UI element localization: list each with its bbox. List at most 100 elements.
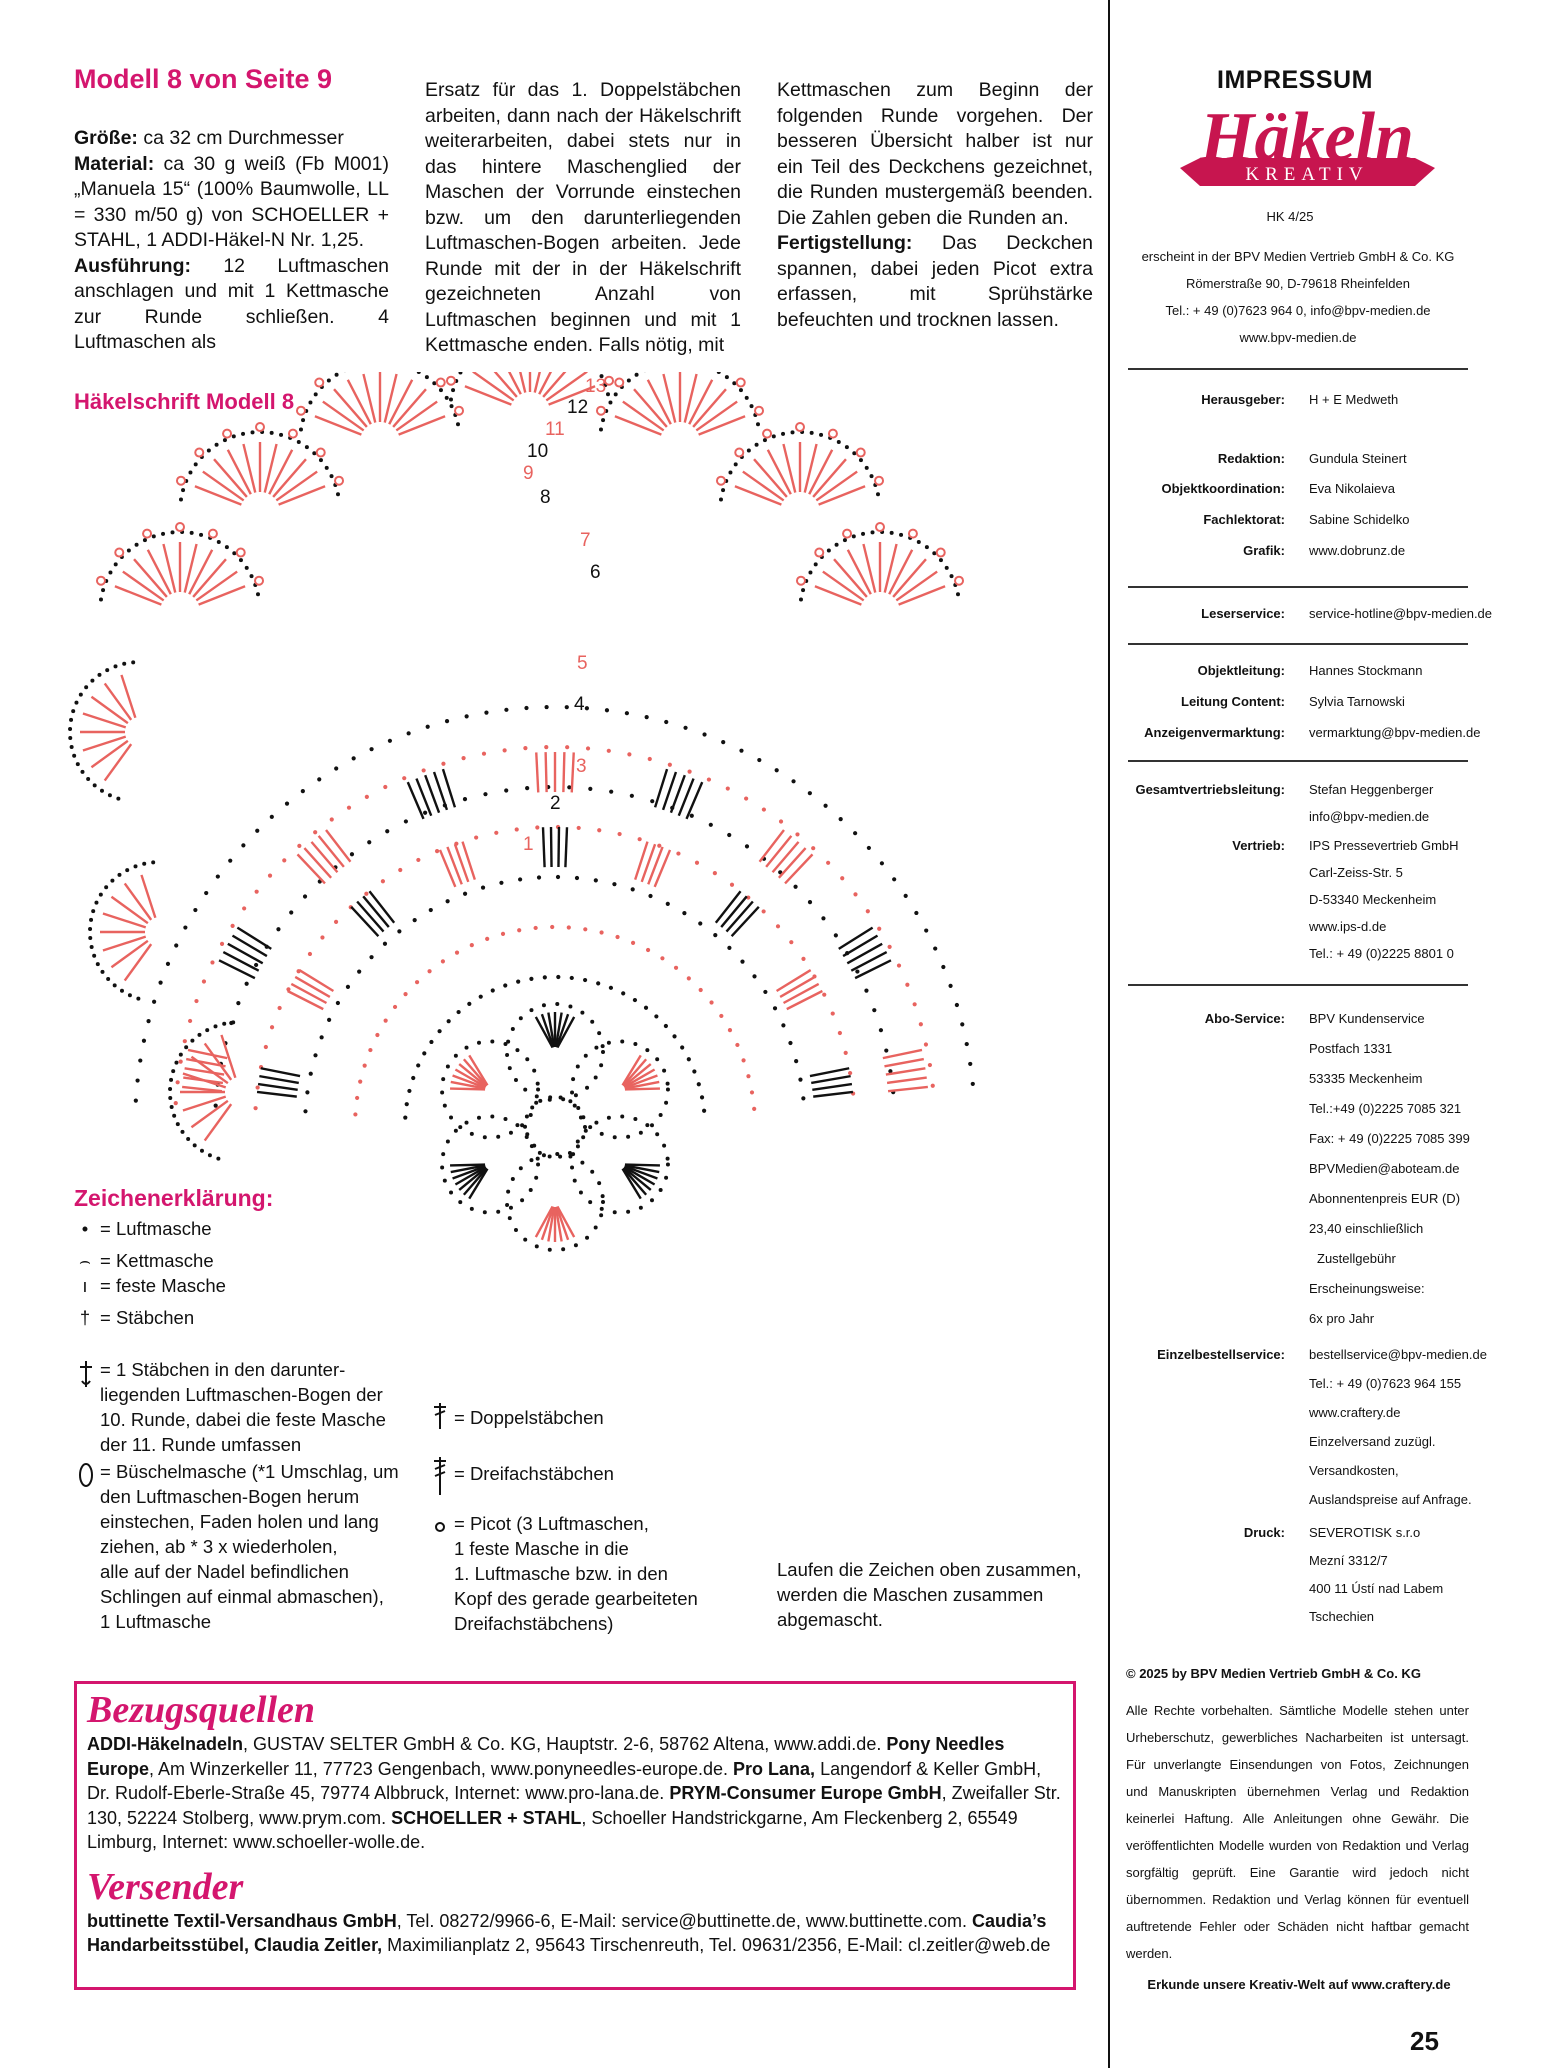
chain-stitch-mark — [105, 668, 110, 673]
shipper-detail: , Tel. 08272/9966-6, E-Mail: service@but… — [396, 1910, 972, 1931]
picot-mark — [855, 447, 866, 458]
picot-mark — [175, 522, 185, 532]
chain-stitch-mark — [507, 1066, 512, 1071]
chain-stitch-mark — [437, 1029, 442, 1034]
instructions-col2-text: Ersatz für das 1. Doppelstäbchen arbeite… — [425, 79, 741, 356]
chain-stitch-mark — [131, 660, 136, 665]
chain-stitch-mark — [335, 492, 340, 497]
chain-stitch-mark — [923, 1042, 929, 1047]
chain-stitch-mark — [68, 736, 73, 741]
picot-mark — [255, 422, 265, 432]
chain-stitch-mark — [791, 779, 796, 784]
chain-stitch-mark — [351, 756, 356, 761]
chain-stitch-mark — [938, 558, 943, 563]
publisher-line-3: Tel.: + 49 (0)7623 964 0, info@bpv-medie… — [1165, 303, 1431, 318]
legend-title: Zeichenerklärung: — [74, 1185, 274, 1211]
chain-stitch-mark — [638, 1130, 643, 1135]
shippers-title: Versender — [87, 1865, 244, 1908]
impressum-key: Einzelbestellservice: — [1157, 1347, 1285, 1362]
chain-stitch-mark — [573, 1093, 578, 1098]
chain-stitch-mark — [609, 789, 614, 794]
picot-mark — [254, 575, 265, 586]
stitch-mark — [557, 827, 561, 868]
impressum-title: IMPRESSUM — [1217, 66, 1373, 94]
chain-stitch-mark — [242, 906, 247, 911]
legend-symbol: † — [79, 1307, 91, 1328]
chain-stitch-mark — [289, 910, 294, 915]
chain-stitch-mark — [441, 1152, 446, 1157]
stitch-mark — [226, 449, 252, 495]
chain-stitch-mark — [438, 388, 443, 393]
impressum-value: Einzelversand zuzügl. — [1309, 1434, 1436, 1449]
chain-stitch-mark — [184, 1045, 189, 1050]
legend-text: = Luftmasche — [100, 1218, 212, 1239]
chain-stitch-mark — [333, 919, 339, 924]
chain-stitch-mark — [708, 822, 713, 827]
chain-stitch-mark — [300, 789, 305, 794]
chain-stitch-mark — [303, 1109, 308, 1114]
chain-stitch-mark — [406, 731, 411, 736]
stitch-mark — [202, 470, 245, 502]
chain-stitch-mark — [92, 953, 97, 958]
instructions-column-1: Größe: ca 32 cm Durchmesser Material: ca… — [74, 126, 389, 356]
sources-text: ADDI-Häkelnadeln, GUSTAV SELTER GmbH & C… — [87, 1732, 1067, 1855]
chain-stitch-mark — [241, 843, 246, 848]
chain-stitch-mark — [520, 1198, 525, 1203]
stitch-mark — [753, 458, 788, 498]
stitch-mark — [544, 752, 548, 793]
chain-stitch-mark — [284, 801, 290, 806]
chain-stitch-mark — [117, 872, 122, 877]
stitch-mark — [368, 890, 396, 924]
chain-stitch-mark — [793, 884, 798, 889]
chain-stitch-mark — [612, 1135, 617, 1140]
legend-dreifach-text: = Dreifachstäbchen — [454, 1463, 614, 1484]
chain-stitch-mark — [422, 1051, 427, 1056]
chain-stitch-mark — [523, 1087, 528, 1092]
chain-stitch-mark — [761, 807, 766, 812]
chain-stitch-mark — [267, 873, 273, 878]
chain-stitch-mark — [866, 845, 871, 851]
stitch-mark — [303, 847, 333, 879]
stitch-mark — [556, 1205, 576, 1238]
chain-stitch-mark — [580, 1010, 585, 1015]
chain-stitch-mark — [558, 1095, 563, 1100]
chain-stitch-mark — [69, 745, 74, 750]
chain-stitch-mark — [665, 1162, 670, 1167]
stitch-mark — [541, 827, 546, 868]
chain-stitch-mark — [451, 388, 456, 393]
stitch-mark — [103, 682, 133, 721]
chain-stitch-mark — [496, 1209, 501, 1214]
chain-stitch-mark — [182, 1039, 187, 1044]
impressum-value: Tschechien — [1309, 1609, 1375, 1624]
chain-stitch-mark — [518, 1166, 523, 1171]
legend-item: ı= feste Masche — [74, 1273, 414, 1305]
chain-stitch-mark — [215, 874, 220, 879]
chain-stitch-mark — [801, 588, 806, 593]
chain-stitch-mark — [822, 992, 827, 997]
impressum-key: Leserservice: — [1201, 606, 1285, 621]
stitch-mark — [110, 939, 149, 969]
fertig-text: Das Deckchen spannen, dabei jeden Picot … — [777, 232, 1093, 331]
chain-stitch-mark — [848, 1070, 853, 1076]
chain-stitch-mark — [469, 1131, 474, 1136]
stitch-mark — [260, 1067, 301, 1078]
chain-stitch-mark — [232, 551, 237, 556]
chain-stitch-mark — [724, 375, 729, 380]
chain-stitch-mark — [624, 711, 629, 716]
chain-stitch-mark — [548, 1095, 553, 1100]
stitch-mark — [782, 982, 820, 1005]
chain-stitch-mark — [645, 1048, 650, 1053]
chain-stitch-mark — [424, 375, 429, 380]
chain-stitch-mark — [508, 1130, 513, 1135]
chain-stitch-mark — [513, 1227, 518, 1232]
round-number-label: 4 — [574, 694, 585, 715]
chain-stitch-mark — [914, 910, 919, 916]
stitch-mark — [438, 849, 457, 888]
chain-stitch-mark — [535, 825, 540, 830]
chain-stitch-mark — [754, 442, 759, 447]
chain-stitch-mark — [427, 969, 432, 974]
chain-stitch-mark — [514, 827, 519, 832]
stitch-mark — [775, 969, 812, 993]
chain-stitch-mark — [875, 492, 880, 497]
round-number-label: 5 — [577, 653, 588, 674]
